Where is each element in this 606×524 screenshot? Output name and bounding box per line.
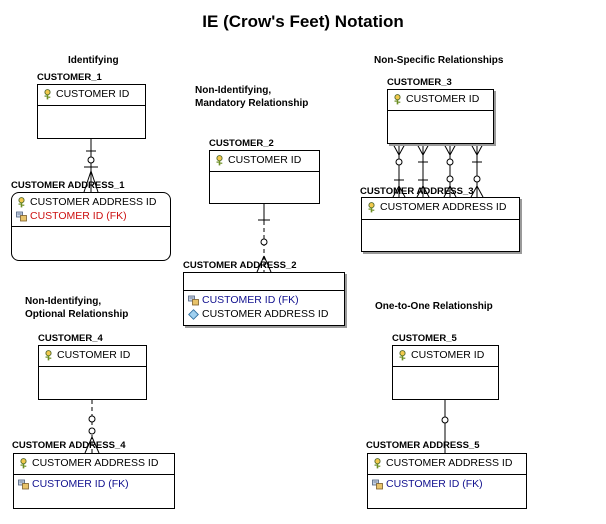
foreign-key-icon — [372, 479, 383, 490]
page-title: IE (Crow's Feet) Notation — [202, 12, 404, 31]
attribute-label: CUSTOMER ID (FK) — [386, 478, 483, 490]
entity-name-customer-address-1: CUSTOMER ADDRESS_1 — [11, 180, 125, 191]
key-area: CUSTOMER ID — [38, 85, 145, 106]
entity-name-customer-5: CUSTOMER_5 — [392, 333, 457, 344]
entity-name-customer-address-5: CUSTOMER ADDRESS_5 — [366, 440, 480, 451]
diamond-icon — [188, 309, 199, 320]
key-area: CUSTOMER ID — [39, 346, 146, 367]
key-icon — [372, 458, 383, 469]
key-icon — [43, 350, 54, 361]
attribute-row: CUSTOMER ID — [43, 348, 142, 362]
entity-customer-3[interactable]: CUSTOMER ID — [387, 89, 494, 144]
attribute-row-fk: CUSTOMER ID (FK) — [188, 293, 340, 307]
foreign-key-icon — [16, 211, 27, 222]
attribute-row: CUSTOMER ADDRESS ID — [366, 200, 515, 214]
attribute-row: CUSTOMER ID — [397, 348, 494, 362]
entity-customer-address-4[interactable]: CUSTOMER ADDRESS ID CUSTOMER ID (FK) — [13, 453, 175, 509]
key-area: CUSTOMER ADDRESS ID — [362, 198, 519, 220]
entity-customer-address-2[interactable]: CUSTOMER ID (FK) CUSTOMER ADDRESS ID — [183, 272, 345, 326]
key-area: CUSTOMER ADDRESS ID — [14, 454, 174, 475]
entity-customer-address-5[interactable]: CUSTOMER ADDRESS ID CUSTOMER ID (FK) — [367, 453, 527, 509]
caption-identifying: Identifying — [68, 55, 119, 66]
key-area: CUSTOMER ADDRESS ID CUSTOMER ID (FK) — [12, 193, 170, 227]
foreign-key-icon — [18, 479, 29, 490]
caption-one-to-one: One-to-One Relationship — [375, 301, 493, 312]
attribute-row-fk: CUSTOMER ID (FK) — [372, 477, 522, 491]
key-icon — [366, 202, 377, 213]
attribute-row: CUSTOMER ADDRESS ID — [16, 195, 166, 209]
entity-name-customer-address-4: CUSTOMER ADDRESS_4 — [12, 440, 126, 451]
entity-customer-address-1[interactable]: CUSTOMER ADDRESS ID CUSTOMER ID (FK) — [11, 192, 171, 261]
attribute-label: CUSTOMER ADDRESS ID — [202, 308, 329, 320]
attribute-label: CUSTOMER ID (FK) — [30, 210, 127, 222]
entity-name-customer-3: CUSTOMER_3 — [387, 77, 452, 88]
key-icon — [397, 350, 408, 361]
attribute-row: CUSTOMER ID — [42, 87, 141, 101]
entity-customer-4[interactable]: CUSTOMER ID — [38, 345, 147, 400]
attribute-row: CUSTOMER ADDRESS ID — [188, 307, 340, 321]
attribute-row: CUSTOMER ADDRESS ID — [18, 456, 170, 470]
attribute-row: CUSTOMER ID — [214, 153, 315, 167]
caption-nonid-optional-line1: Non-Identifying, — [25, 296, 102, 307]
entity-customer-2[interactable]: CUSTOMER ID — [209, 150, 320, 204]
entity-customer-1[interactable]: CUSTOMER ID — [37, 84, 146, 139]
entity-name-customer-address-3: CUSTOMER ADDRESS_3 — [360, 186, 474, 197]
entity-name-customer-4: CUSTOMER_4 — [38, 333, 103, 344]
entity-customer-5[interactable]: CUSTOMER ID — [392, 345, 499, 400]
attribute-label: CUSTOMER ADDRESS ID — [30, 196, 157, 208]
attribute-label: CUSTOMER ID — [57, 349, 131, 361]
attribute-label: CUSTOMER ID — [411, 349, 485, 361]
attribute-area: CUSTOMER ID (FK) — [368, 475, 526, 493]
attribute-row: CUSTOMER ADDRESS ID — [372, 456, 522, 470]
attribute-label: CUSTOMER ID — [228, 154, 302, 166]
attribute-row: CUSTOMER ID — [392, 92, 489, 106]
caption-nonspecific: Non-Specific Relationships — [374, 55, 504, 66]
key-icon — [392, 94, 403, 105]
foreign-key-icon — [188, 295, 199, 306]
caption-nonid-mandatory-line2: Mandatory Relationship — [195, 98, 309, 109]
attribute-label: CUSTOMER ID (FK) — [202, 294, 299, 306]
entity-customer-address-3[interactable]: CUSTOMER ADDRESS ID — [361, 197, 520, 252]
key-icon — [42, 89, 53, 100]
attribute-label: CUSTOMER ID — [406, 93, 480, 105]
attribute-label: CUSTOMER ADDRESS ID — [386, 457, 513, 469]
key-area: CUSTOMER ADDRESS ID — [368, 454, 526, 475]
caption-nonid-optional-line2: Optional Relationship — [25, 309, 129, 320]
attribute-label: CUSTOMER ID (FK) — [32, 478, 129, 490]
caption-nonid-mandatory-line1: Non-Identifying, — [195, 85, 272, 96]
attribute-label: CUSTOMER ADDRESS ID — [380, 201, 507, 213]
attribute-row-fk: CUSTOMER ID (FK) — [18, 477, 170, 491]
key-area: CUSTOMER ID — [393, 346, 498, 367]
attribute-label: CUSTOMER ADDRESS ID — [32, 457, 159, 469]
key-area: CUSTOMER ID — [210, 151, 319, 172]
key-area — [184, 273, 344, 291]
key-icon — [16, 197, 27, 208]
entity-name-customer-address-2: CUSTOMER ADDRESS_2 — [183, 260, 297, 271]
key-area: CUSTOMER ID — [388, 90, 493, 111]
attribute-area: CUSTOMER ID (FK) CUSTOMER ADDRESS ID — [184, 291, 344, 323]
attribute-label: CUSTOMER ID — [56, 88, 130, 100]
attribute-area: CUSTOMER ID (FK) — [14, 475, 174, 493]
attribute-row-fk: CUSTOMER ID (FK) — [16, 209, 166, 223]
entity-name-customer-2: CUSTOMER_2 — [209, 138, 274, 149]
entity-name-customer-1: CUSTOMER_1 — [37, 72, 102, 83]
key-icon — [18, 458, 29, 469]
key-icon — [214, 155, 225, 166]
